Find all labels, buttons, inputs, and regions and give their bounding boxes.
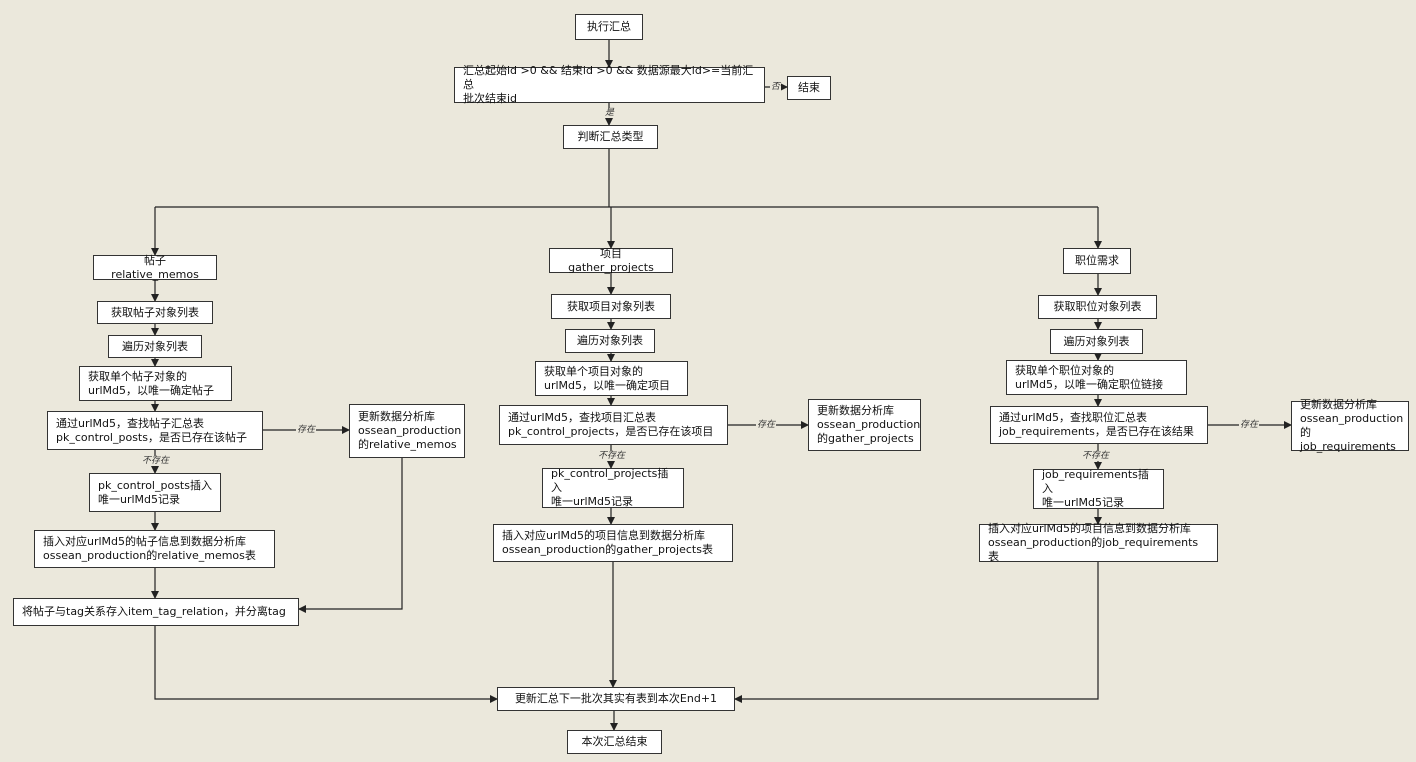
edge-label-exists-jobs: 存在	[1239, 420, 1260, 430]
insert-projects-urlmd5-node: pk_control_projects插入 唯一urlMd5记录	[542, 467, 684, 508]
insert-posts-info-node: 插入对应urlMd5的帖子信息到数据分析库 ossean_production的…	[34, 530, 275, 568]
insert-jobs-urlmd5-node: job_requirements插入 唯一urlMd5记录	[1033, 468, 1164, 509]
condition-node: 汇总起始id >0 && 结束id >0 && 数据源最大id>=当前汇总 批次…	[454, 64, 765, 105]
update-job-requirements-node: 更新数据分析库 ossean_production 的job_requireme…	[1291, 398, 1409, 453]
insert-projects-info-node: 插入对应urlMd5的项目信息到数据分析库 ossean_production的…	[493, 524, 733, 562]
iterate-jobs-node: 遍历对象列表	[1050, 329, 1143, 354]
end-node: 结束	[787, 76, 831, 100]
save-tag-relation-node: 将帖子与tag关系存入item_tag_relation，并分离tag	[13, 598, 299, 626]
update-gather-projects-node: 更新数据分析库 ossean_production 的gather_projec…	[808, 399, 921, 451]
edge-label-not-exists-projects: 不存在	[597, 451, 627, 461]
get-posts-list-node: 获取帖子对象列表	[97, 301, 213, 324]
get-post-urlmd5-node: 获取单个帖子对象的 urlMd5，以唯一确定帖子	[79, 366, 232, 401]
get-project-urlmd5-node: 获取单个项目对象的 urlMd5，以唯一确定项目	[535, 361, 688, 396]
insert-jobs-info-node: 插入对应urlMd5的项目信息到数据分析库 ossean_production的…	[979, 522, 1218, 563]
update-relative-memos-node: 更新数据分析库 ossean_production 的relative_memo…	[349, 404, 465, 458]
edge-label-exists-projects: 存在	[756, 420, 777, 430]
iterate-posts-node: 遍历对象列表	[108, 335, 202, 358]
get-job-urlmd5-node: 获取单个职位对象的 urlMd5，以唯一确定职位链接	[1006, 360, 1187, 395]
edge-label-not-exists-jobs: 不存在	[1081, 451, 1111, 461]
start-node: 执行汇总	[575, 14, 643, 40]
check-posts-table-node: 通过urlMd5，查找帖子汇总表 pk_control_posts，是否已存在该…	[47, 411, 263, 450]
edge-a6-a9	[298, 458, 403, 613]
iterate-projects-node: 遍历对象列表	[565, 329, 655, 353]
edge-c8-update	[734, 562, 1099, 703]
edge-label-not-exists-posts: 不存在	[141, 456, 171, 466]
projects-branch-node: 项目gather_projects	[549, 247, 673, 274]
get-projects-list-node: 获取项目对象列表	[551, 294, 671, 319]
check-projects-table-node: 通过urlMd5，查找项目汇总表 pk_control_projects，是否已…	[499, 405, 728, 445]
insert-posts-urlmd5-node: pk_control_posts插入 唯一urlMd5记录	[89, 473, 221, 512]
get-jobs-list-node: 获取职位对象列表	[1038, 295, 1157, 319]
edge-label-exists-posts: 存在	[296, 425, 317, 435]
edge-a9-update	[154, 626, 498, 703]
update-next-batch-node: 更新汇总下一批次其实有表到本次End+1	[497, 687, 735, 711]
posts-branch-node: 帖子relative_memos	[93, 254, 217, 281]
judge-type-node: 判断汇总类型	[563, 125, 658, 149]
check-jobs-table-node: 通过urlMd5，查找职位汇总表 job_requirements，是否已存在该…	[990, 406, 1208, 444]
edge-label-yes: 是	[604, 108, 616, 118]
jobs-branch-node: 职位需求	[1063, 248, 1131, 274]
edge-label-no: 否	[770, 82, 782, 92]
final-end-node: 本次汇总结束	[567, 730, 662, 754]
